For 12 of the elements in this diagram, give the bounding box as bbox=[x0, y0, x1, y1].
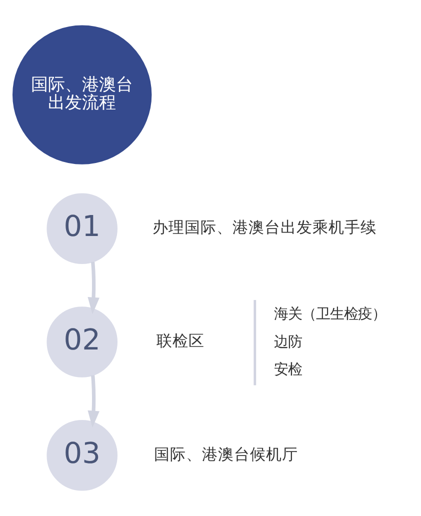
label: 海关（卫生检疫） bbox=[274, 306, 386, 323]
node-label: 联检区 bbox=[156, 332, 204, 350]
node-circle: 01 bbox=[46, 193, 118, 264]
arrow bbox=[88, 375, 100, 428]
node-circle: 03 bbox=[46, 420, 118, 491]
node-label: 国际、港澳台候机厅 bbox=[154, 445, 298, 464]
node-circle: 国际、港澳台出发流程 bbox=[12, 25, 152, 164]
label: 边防 bbox=[274, 334, 302, 350]
arrow bbox=[88, 262, 100, 314]
node-circle: 02 bbox=[46, 306, 118, 378]
node-label: 办理国际、港澳台出发乘机手续 bbox=[152, 218, 376, 237]
label: 安检 bbox=[274, 362, 302, 378]
